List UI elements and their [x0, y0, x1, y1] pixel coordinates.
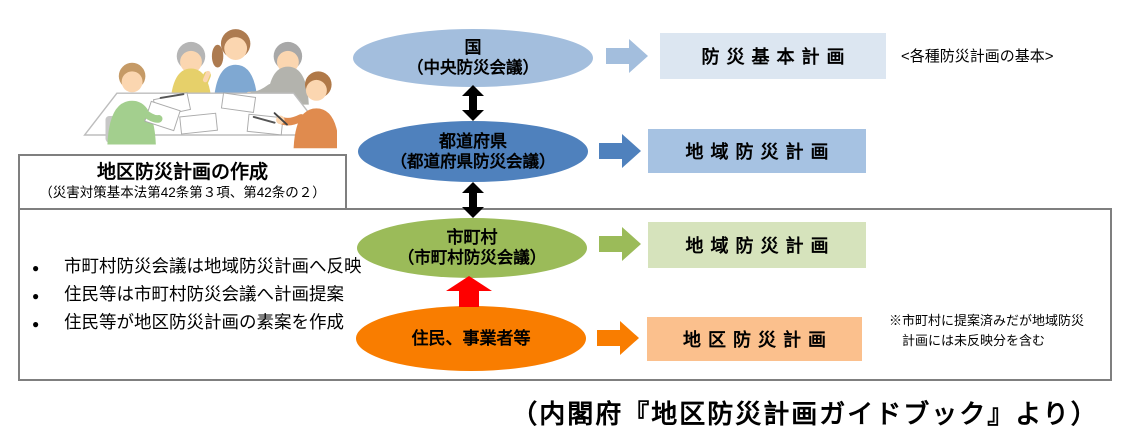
- basic-plan-box: 防災基本計画: [660, 33, 886, 79]
- list-item: ● 住民等が地区防災計画の素案を作成: [24, 308, 364, 336]
- district-plan-title-box: 地区防災計画の作成 （災害対策基本法第42条第３項、第42条の２）: [18, 154, 347, 210]
- municipality-org-label: （市町村防災会議）: [397, 249, 547, 268]
- prefecture-org-label: （都道府県防災会議）: [390, 152, 556, 171]
- municipality-label: 市町村: [446, 228, 498, 248]
- list-item: ● 住民等は市町村防災会議へ計画提案: [24, 280, 364, 308]
- basic-plan-label: 防災基本計画: [701, 47, 852, 67]
- person-left-man: [105, 62, 181, 145]
- district-plan-note: ※市町村に提案済みだが地域防災 計画には未反映分を含む: [889, 313, 1085, 349]
- regional-plan-prefecture-label: 地域防災計画: [685, 142, 836, 162]
- person-right-woman: [273, 71, 337, 149]
- right-arrow-icon: [599, 227, 641, 261]
- regional-plan-prefecture-box: 地域防災計画: [648, 129, 866, 173]
- district-plan-box: 地区防災計画: [647, 317, 862, 361]
- district-plan-title: 地区防災計画の作成: [96, 162, 268, 184]
- national-org-label: （中央防災会議）: [407, 59, 539, 78]
- municipality-ellipse: 市町村 （市町村防災会議）: [357, 218, 587, 278]
- bullet-icon: ●: [32, 317, 40, 331]
- national-label: 国: [464, 38, 482, 58]
- meeting-people-illustration: [83, 29, 337, 149]
- law-reference: （災害対策基本法第42条第３項、第42条の２）: [39, 185, 326, 201]
- bullet-list: ● 市町村防災会議は地域防災計画へ反映 ● 住民等は市町村防災会議へ計画提案 ●…: [24, 252, 364, 336]
- right-arrow-icon: [597, 321, 639, 355]
- up-down-arrow-icon: [462, 85, 484, 121]
- regional-plan-municipality-box: 地域防災計画: [648, 222, 866, 268]
- right-arrow-icon: [599, 134, 641, 168]
- list-item: ● 市町村防災会議は地域防災計画へ反映: [24, 252, 364, 280]
- bullet-icon: ●: [32, 289, 40, 303]
- prefecture-label: 都道府県: [439, 131, 507, 151]
- bullet-icon: ●: [32, 261, 40, 275]
- pens: [159, 93, 276, 124]
- national-ellipse: 国 （中央防災会議）: [353, 29, 593, 87]
- residents-ellipse: 住民、事業者等: [356, 306, 586, 371]
- right-arrow-icon: [606, 39, 648, 73]
- up-down-arrow-icon: [462, 182, 484, 218]
- up-arrow-icon: [446, 276, 492, 307]
- source-caption: （内閣府『地区防災計画ガイドブック』より）: [511, 399, 1099, 429]
- regional-plan-municipality-label: 地域防災計画: [685, 236, 836, 256]
- residents-label: 住民、事業者等: [411, 328, 531, 348]
- person-center-woman: [211, 29, 258, 101]
- basic-plan-note: <各種防災計画の基本>: [901, 48, 1054, 65]
- district-plan-label: 地区防災計画: [683, 330, 833, 350]
- prefecture-ellipse: 都道府県 （都道府県防災会議）: [358, 121, 588, 182]
